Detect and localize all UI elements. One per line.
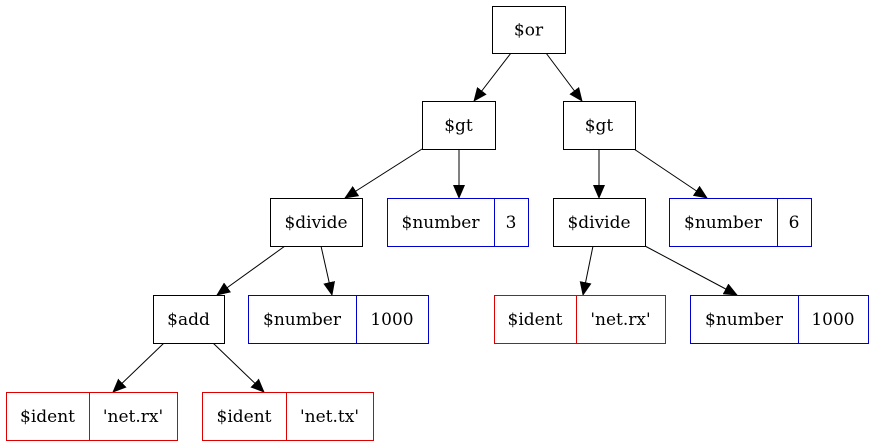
node-add: $add — [153, 295, 225, 344]
node-value: 'net.rx' — [103, 407, 163, 427]
node-label: $divide — [567, 213, 630, 233]
node-box — [6, 392, 178, 441]
node-divide-left: $divide — [270, 198, 363, 247]
node-box — [494, 295, 666, 344]
node-box — [553, 198, 646, 247]
node-ident-rx-right: $ident 'net.rx' — [494, 295, 666, 344]
node-box — [153, 295, 225, 344]
node-box — [422, 101, 496, 150]
node-value: 1000 — [370, 310, 413, 330]
node-ident-rx-left: $ident 'net.rx' — [6, 392, 178, 441]
node-box — [270, 198, 363, 247]
node-number-1000-left: $number 1000 — [248, 295, 429, 344]
node-box — [690, 295, 869, 344]
node-label: $ident — [508, 310, 563, 330]
edge-or-to-gt-right — [545, 52, 583, 102]
node-label: $add — [167, 310, 210, 330]
node-box — [248, 295, 429, 344]
node-divide-right: $divide — [553, 198, 646, 247]
node-label: $number — [684, 213, 763, 233]
edge-gt-right-to-number-6 — [633, 148, 708, 199]
node-label: $or — [514, 21, 544, 41]
node-gt-right: $gt — [563, 101, 636, 150]
node-label: $divide — [284, 213, 347, 233]
node-or: $or — [492, 6, 566, 54]
node-label: $ident — [217, 407, 272, 427]
node-label: $number — [402, 213, 481, 233]
node-box — [492, 6, 566, 54]
node-label: $gt — [585, 116, 614, 136]
edges-layer — [112, 52, 738, 393]
node-ident-tx: $ident 'net.tx' — [202, 392, 374, 441]
node-number-1000-right: $number 1000 — [690, 295, 869, 344]
node-box — [202, 392, 374, 441]
edge-divide-left-to-add — [216, 245, 286, 296]
node-label: $number — [705, 310, 784, 330]
edge-gt-left-to-divide-left — [344, 148, 423, 199]
edge-divide-right-to-number-1000-right — [644, 245, 738, 296]
node-gt-left: $gt — [422, 101, 496, 150]
node-label: $ident — [20, 407, 75, 427]
edge-divide-right-to-ident-rx-right — [579, 245, 594, 296]
node-value: 6 — [789, 213, 800, 233]
node-box — [387, 198, 529, 247]
node-box — [669, 198, 812, 247]
node-number-3: $number 3 — [387, 198, 529, 247]
edge-add-to-ident-tx — [212, 342, 265, 393]
edge-add-to-ident-rx-left — [112, 342, 165, 393]
edge-or-to-gt-left — [473, 52, 512, 102]
node-label: $number — [263, 310, 342, 330]
node-value: 1000 — [811, 310, 854, 330]
edge-divide-left-to-number-1000-left — [320, 245, 336, 296]
node-box — [563, 101, 636, 150]
node-value: 'net.rx' — [590, 310, 650, 330]
node-value: 3 — [506, 213, 517, 233]
node-label: $gt — [444, 116, 473, 136]
node-value: 'net.tx' — [300, 407, 359, 427]
node-number-6: $number 6 — [669, 198, 812, 247]
